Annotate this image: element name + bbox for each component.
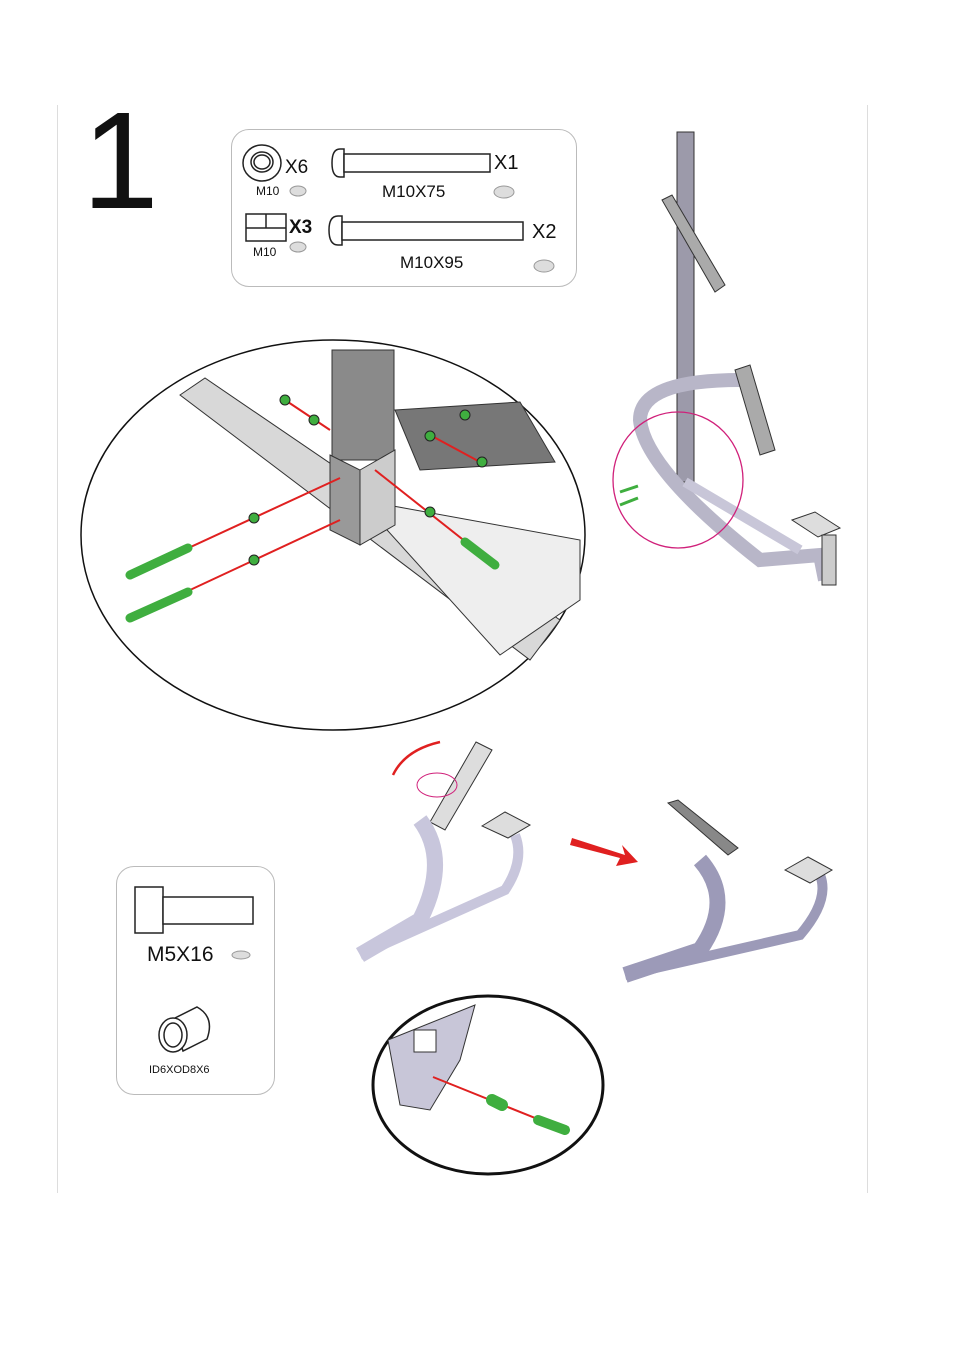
bushing-icon [158,1006,211,1053]
bushing-size: ID6XOD8X6 [149,1064,210,1076]
bolt-short-qty: X1 [494,152,519,174]
machine-overview [612,131,842,586]
hardware-drawings [242,144,555,273]
check-ovals [289,185,555,273]
arrow-icon [570,838,638,866]
bolt-m10x95-icon [328,215,524,246]
nut-icon [245,213,287,242]
page-border-right [867,105,868,1193]
callout-circle [612,411,744,549]
arm-folded [355,740,532,962]
nut-qty: X3 [289,217,313,238]
detail-view-bushing [371,994,605,1176]
bolt-long-size: M10X95 [400,253,464,272]
hardware-drawings-bottom [134,886,254,1053]
step-number: 1 [82,84,159,238]
washer-icon [242,144,282,182]
detail-view-base-joint [80,339,586,731]
hardware-box-bottom: M5X16 ID6XOD8X6 [116,866,275,1095]
washer-qty: X6 [285,157,309,178]
bolt-long-qty: X2 [532,221,557,243]
screw-icon [134,886,254,934]
bolt-short-size: M10X75 [382,182,446,201]
hardware-box-top: X6 M10 X3 M10 X1 M10X75 X2 M10X95 [231,129,577,287]
bolt-m10x75-icon [331,148,491,178]
arm-unfolded [622,799,834,983]
page-border-left [57,105,58,1193]
bolt-m10x95-green [125,543,193,623]
nut-size: M10 [253,245,277,259]
check-oval [231,950,251,960]
screw-size: M5X16 [147,943,214,966]
washer-size: M10 [256,184,280,198]
